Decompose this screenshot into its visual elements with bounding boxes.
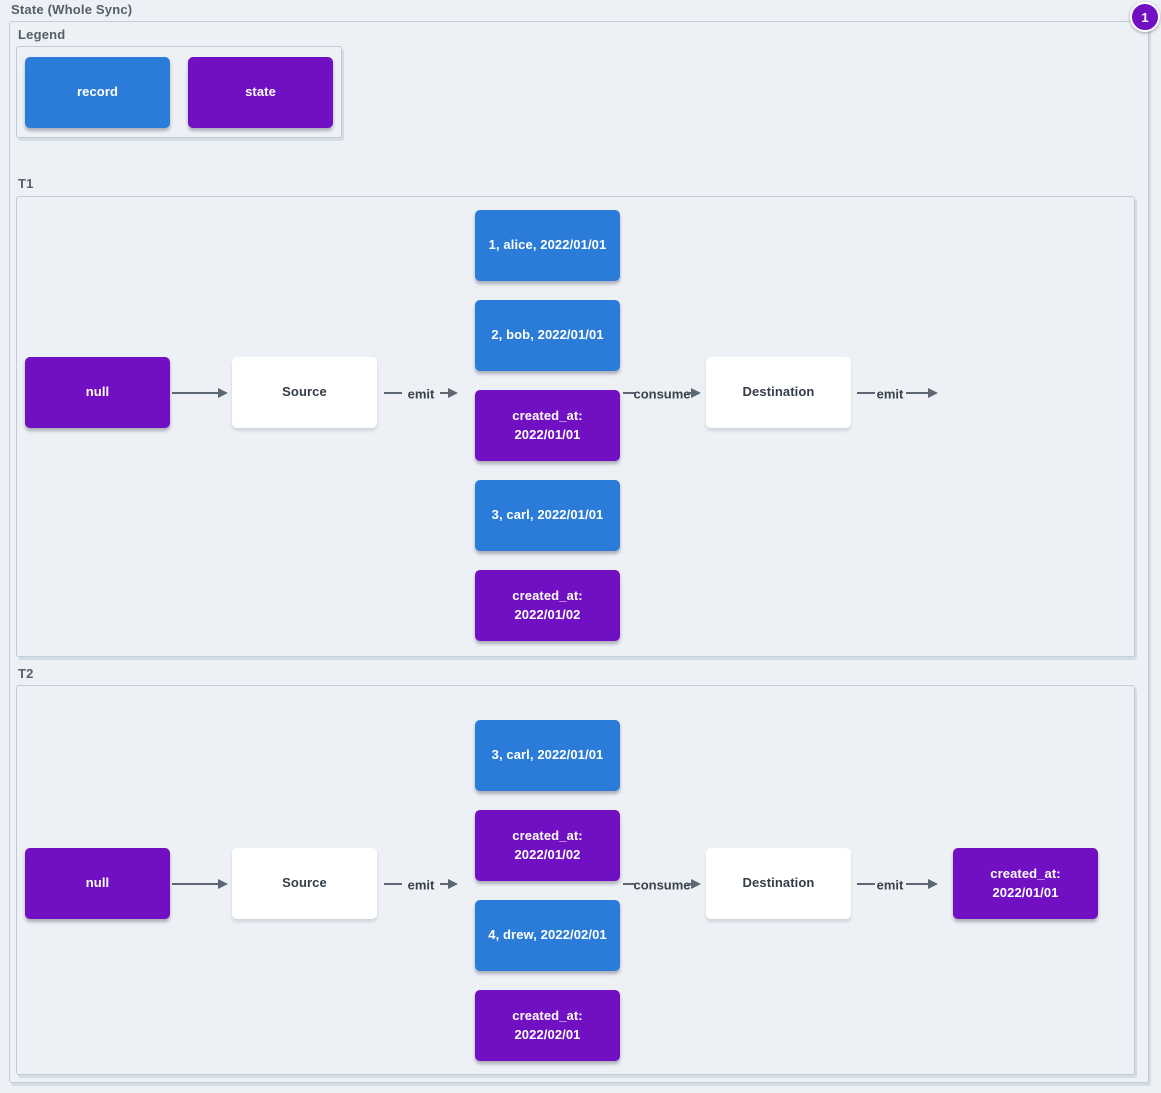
step-badge: 1 [1130, 2, 1160, 32]
t1-destination-node: Destination [706, 357, 851, 428]
t2-emit-label: emit [405, 877, 437, 893]
t2-consume-label: consume [631, 877, 693, 893]
state-sync-container [9, 21, 1149, 1083]
t1-emit-out-label: emit [874, 386, 906, 402]
t1-message-node: created_at: 2022/01/01 [475, 390, 620, 461]
t2-emit-out-label: emit [874, 877, 906, 893]
t1-consume-label: consume [631, 386, 693, 402]
legend-state-node: state [188, 57, 333, 128]
page-title: State (Whole Sync) [11, 2, 133, 17]
t2-source-node: Source [232, 848, 377, 919]
t2-message-node: created_at: 2022/02/01 [475, 990, 620, 1061]
t1-input-state-node: null [25, 357, 170, 428]
t2-label: T2 [18, 666, 34, 681]
t1-source-node: Source [232, 357, 377, 428]
t1-message-node: 2, bob, 2022/01/01 [475, 300, 620, 371]
t2-container [16, 685, 1135, 1075]
t2-output-state-node: created_at: 2022/01/01 [953, 848, 1098, 919]
t2-message-node: 3, carl, 2022/01/01 [475, 720, 620, 791]
t1-message-node: 1, alice, 2022/01/01 [475, 210, 620, 281]
t2-message-node: created_at: 2022/01/02 [475, 810, 620, 881]
t1-label: T1 [18, 176, 34, 191]
t1-message-node: 3, carl, 2022/01/01 [475, 480, 620, 551]
t2-input-state-node: null [25, 848, 170, 919]
legend-record-node: record [25, 57, 170, 128]
legend-container [16, 46, 342, 138]
t2-message-node: 4, drew, 2022/02/01 [475, 900, 620, 971]
legend-label: Legend [18, 27, 66, 42]
t1-message-node: created_at: 2022/01/02 [475, 570, 620, 641]
t2-destination-node: Destination [706, 848, 851, 919]
t1-container [16, 196, 1135, 657]
t1-emit-label: emit [405, 386, 437, 402]
